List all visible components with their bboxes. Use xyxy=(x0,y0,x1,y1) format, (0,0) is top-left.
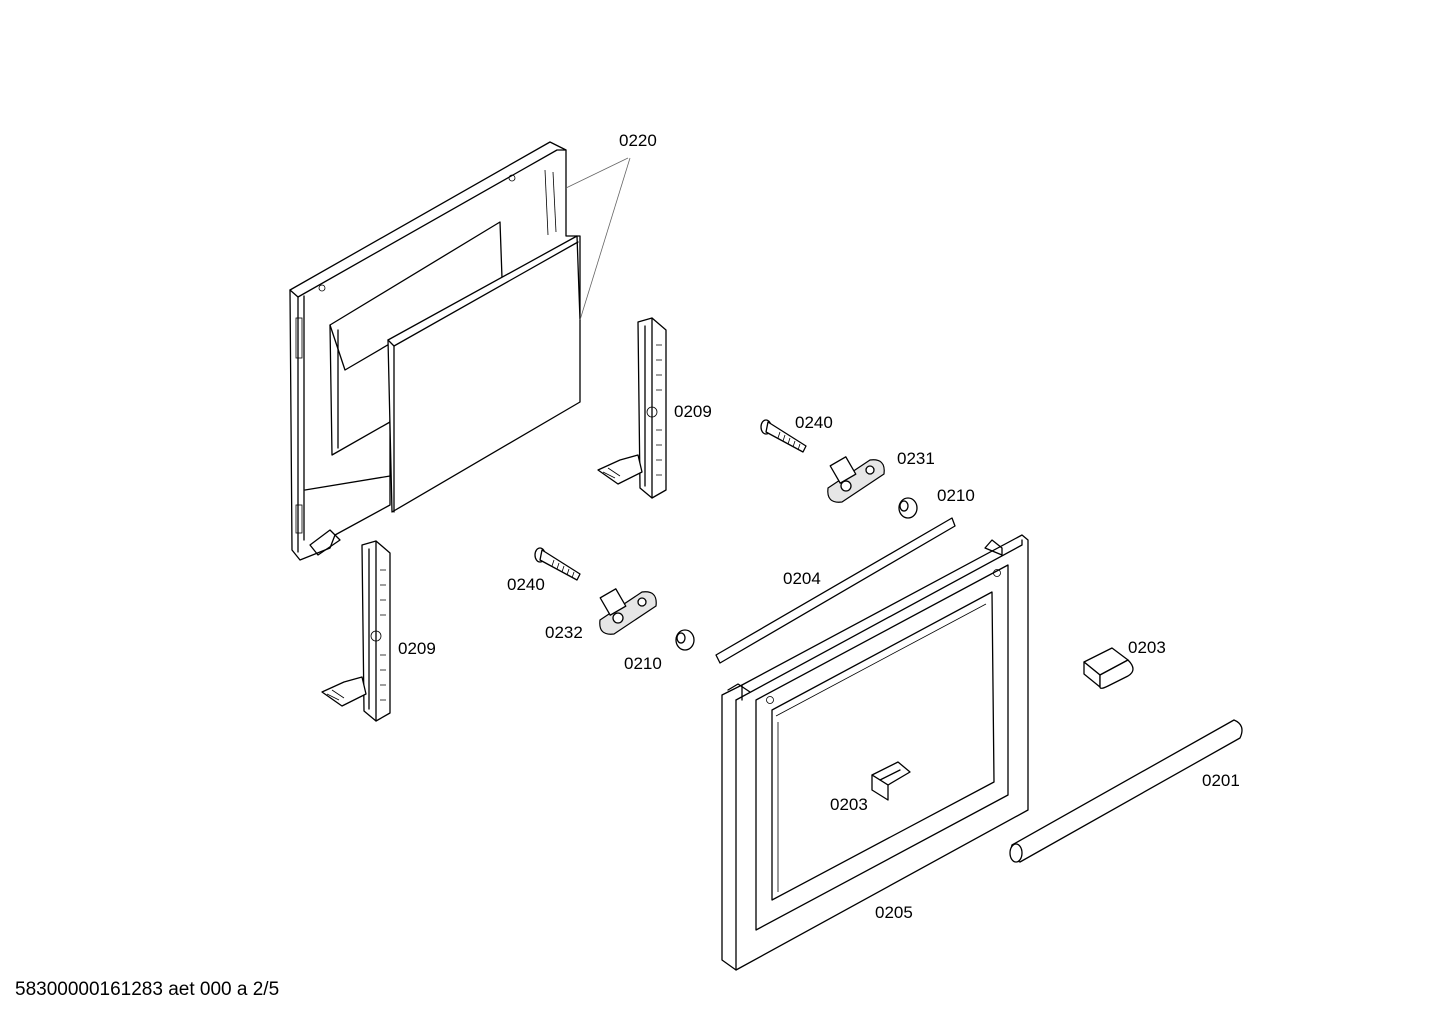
label-0220: 0220 xyxy=(619,131,657,150)
label-0210-upper: 0210 xyxy=(937,486,975,505)
outer-door-drawing xyxy=(721,534,1029,971)
leader-0220-a xyxy=(565,157,629,189)
label-0240-upper: 0240 xyxy=(795,413,833,432)
label-0240-lower: 0240 xyxy=(507,575,545,594)
label-0203-right: 0203 xyxy=(1128,638,1166,657)
glass-pane-drawing xyxy=(387,235,581,513)
label-0204: 0204 xyxy=(783,569,821,588)
clip-center-drawing xyxy=(871,761,911,801)
label-0203-center: 0203 xyxy=(830,795,868,814)
hinge-upper-drawing xyxy=(597,317,667,499)
document-id: 58300000161283 aet 000 a 2/5 xyxy=(15,979,280,1000)
label-0205: 0205 xyxy=(875,903,913,922)
label-0210-lower: 0210 xyxy=(624,654,662,673)
label-0201: 0201 xyxy=(1202,771,1240,790)
screw-upper-drawing xyxy=(760,419,807,453)
bushing-lower-drawing xyxy=(675,629,695,651)
clip-right-drawing xyxy=(1083,647,1134,689)
hinge-block-0232-drawing xyxy=(599,588,657,635)
hinge-lower-drawing xyxy=(321,540,391,722)
bushing-upper-drawing xyxy=(898,497,918,519)
label-0209-upper: 0209 xyxy=(674,402,712,421)
label-0231: 0231 xyxy=(897,449,935,468)
screw-lower-drawing xyxy=(534,547,581,581)
hinge-block-0231-drawing xyxy=(827,456,885,503)
label-0209-lower: 0209 xyxy=(398,639,436,658)
leader-0220-b xyxy=(579,157,631,321)
seal-strip-drawing xyxy=(715,517,956,664)
label-0232: 0232 xyxy=(545,623,583,642)
handle-bar-drawing xyxy=(1009,719,1243,863)
